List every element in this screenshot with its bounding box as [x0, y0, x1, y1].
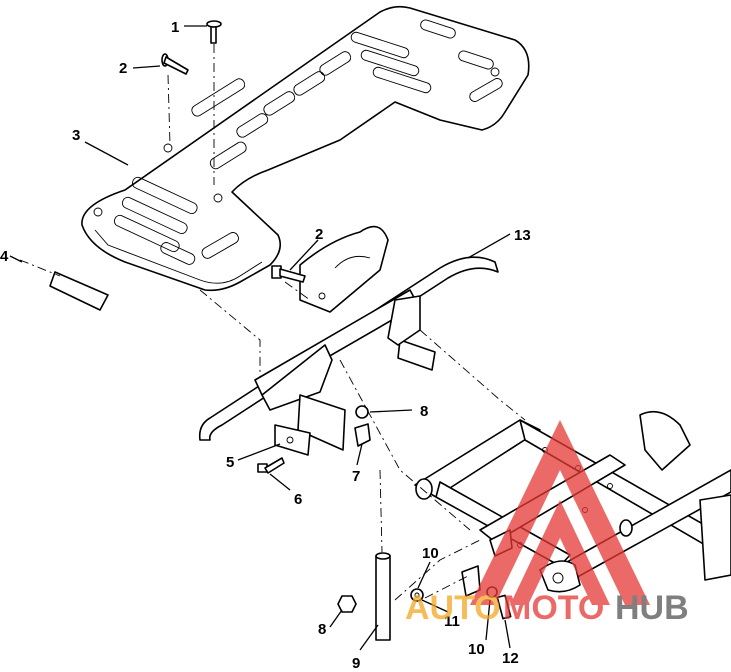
nut-8-lower [337, 595, 357, 613]
bolt-2-bracket [271, 265, 306, 283]
watermark-hub: HUB [615, 589, 689, 627]
leader-lines [9, 25, 511, 651]
callout-5: 5 [226, 454, 234, 471]
rack-slots [93, 19, 503, 265]
watermark-moto: MOTO [503, 589, 604, 627]
bolt-1 [206, 20, 222, 44]
bolt-2-upper [161, 53, 189, 75]
clip-7 [354, 423, 371, 447]
callout-2-upper: 2 [119, 60, 127, 77]
callout-13: 13 [514, 227, 531, 244]
callout-7: 7 [352, 468, 360, 485]
post-9 [375, 552, 391, 641]
bolt-12 [496, 594, 512, 620]
callout-10-upper: 10 [422, 545, 439, 562]
rear-rack [81, 5, 530, 292]
nut-8-upper [355, 405, 369, 419]
callout-11: 11 [444, 613, 460, 630]
watermark-triangle-icon [470, 420, 650, 605]
watermark-auto: AUTO [405, 589, 501, 627]
washer-10-upper [410, 588, 424, 602]
bolt-6 [257, 457, 285, 474]
callout-2-bracket: 2 [315, 226, 323, 243]
callout-8-lower: 8 [318, 621, 326, 638]
callout-3: 3 [72, 127, 80, 144]
callout-6: 6 [294, 491, 302, 508]
callout-1: 1 [171, 19, 179, 36]
callout-labels: 1 2 3 4 2 13 8 5 7 6 10 8 11 9 10 12 [0, 19, 531, 672]
callout-4: 4 [0, 248, 9, 265]
callout-8-upper: 8 [420, 403, 428, 420]
reflector-plate [49, 271, 109, 311]
chassis-frame [414, 410, 731, 597]
assembly-guides [19, 44, 526, 601]
support-frame [198, 256, 499, 451]
bracket-5 [274, 424, 311, 456]
upper-bracket [299, 225, 389, 313]
callout-10-lower: 10 [468, 641, 485, 658]
watermark-logo: AUTO MOTO HUB [405, 420, 689, 627]
callout-12: 12 [502, 650, 519, 667]
callout-9: 9 [352, 655, 360, 672]
